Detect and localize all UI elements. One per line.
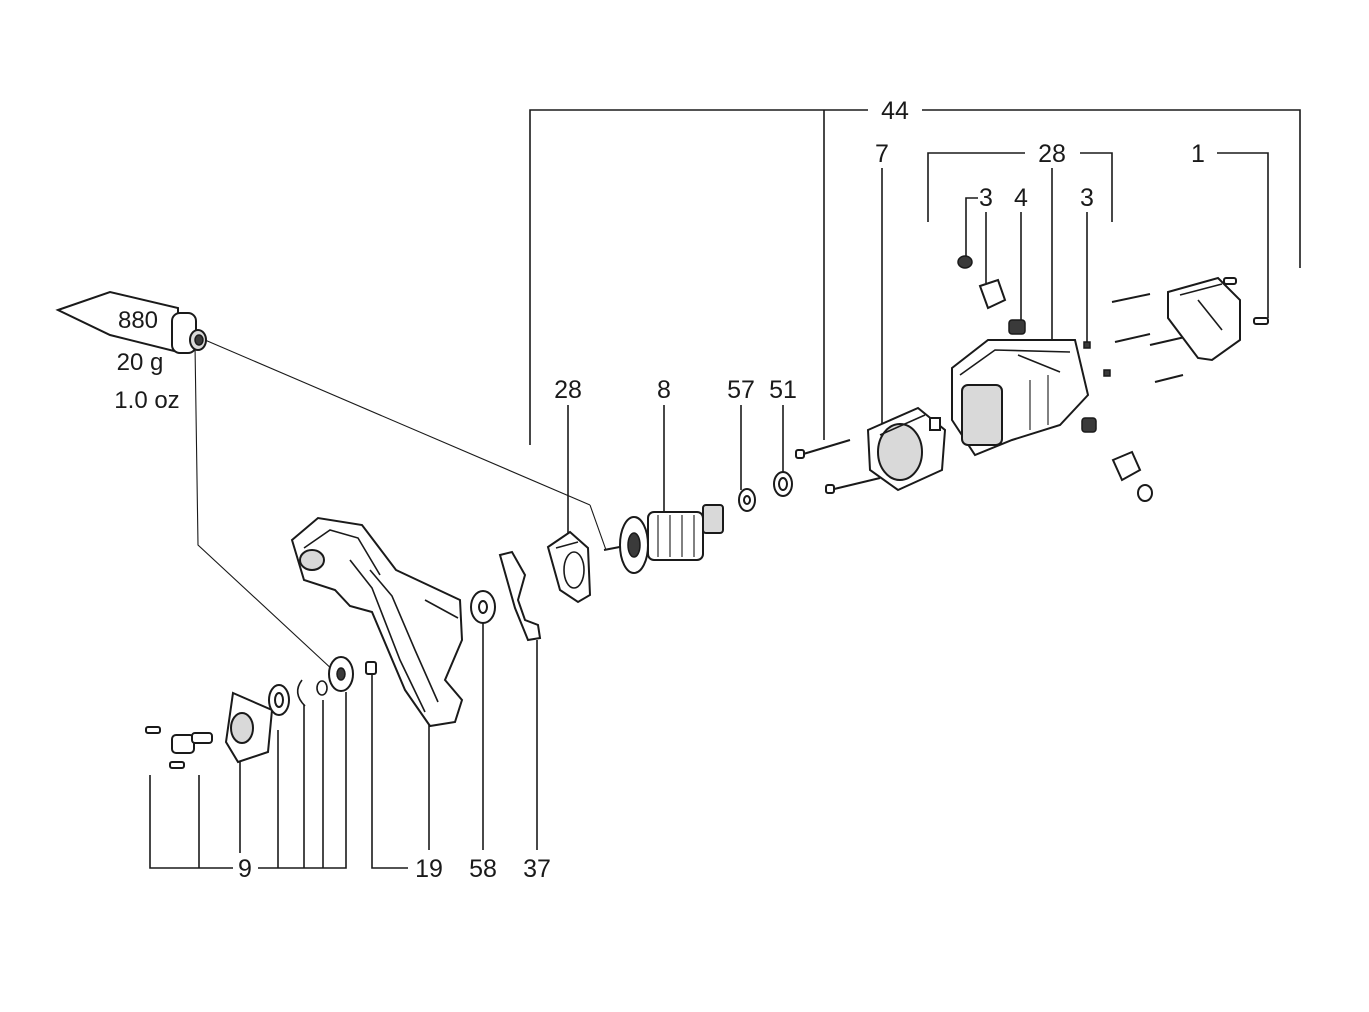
grease-code: 880 [118,307,158,334]
label-51: 51 [769,376,797,404]
label-9: 9 [238,855,252,883]
label-28-top: 28 [1038,140,1066,168]
grease-mass: 20 g [117,349,164,376]
stator [866,406,947,492]
rear-cap [1167,276,1269,362]
bearings [738,471,793,512]
label-3-right: 3 [1080,184,1094,212]
rear-screws [1111,293,1186,383]
fan-baffle [546,530,592,604]
label-57: 57 [727,376,755,404]
label-4: 4 [1014,184,1028,212]
label-19: 19 [415,855,443,883]
label-8: 8 [657,376,671,404]
label-7: 7 [875,140,889,168]
bearing-flange-group [145,656,377,769]
label-3-left: 3 [979,184,993,212]
stator-screws [795,439,881,494]
label-44: 44 [881,97,909,125]
label-1: 1 [1191,140,1205,168]
gear-housing [290,516,464,728]
label-37: 37 [523,855,551,883]
bearing-and-switch-parts [470,550,542,642]
grease-mass-imperial: 1.0 oz [114,387,179,414]
grease-tube-labels: 880 20 g 1.0 oz [114,307,179,414]
label-28-mid: 28 [554,376,582,404]
armature [603,504,724,574]
motor-housing [951,339,1090,457]
brush-parts [957,255,1153,502]
label-58: 58 [469,855,497,883]
callout-lines [149,109,1301,869]
grease-tube [55,290,207,354]
callout-labels: 44 7 28 1 3 4 3 28 8 57 51 9 19 58 37 [238,97,1205,883]
